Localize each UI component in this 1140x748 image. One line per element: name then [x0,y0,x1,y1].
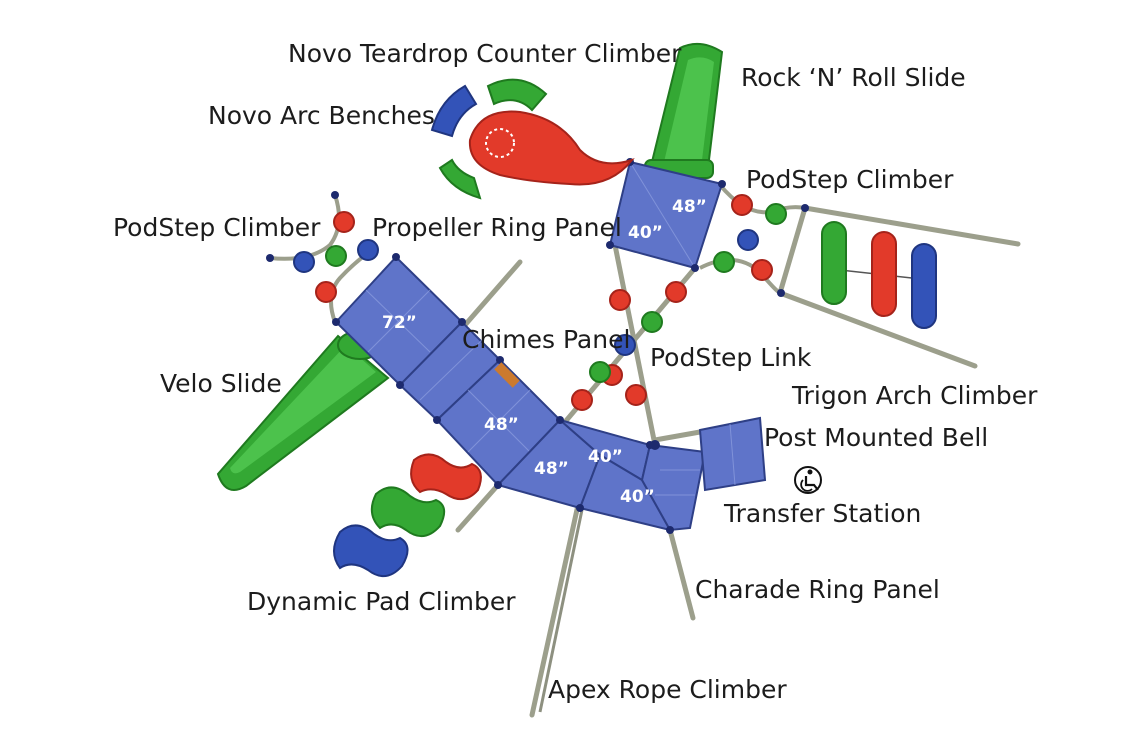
deck-label-72: 72” [382,313,417,333]
chimes-panel-marker [494,362,520,388]
podstep-climber-left [266,191,379,323]
transfer-ramp [640,443,707,532]
wheelchair-accessible-icon [794,466,822,494]
deck-label-40-b: 40” [620,487,655,507]
trigon-blue-pod [911,243,937,329]
label-transfer-station: Transfer Station [723,499,921,528]
podstep-link [571,281,687,411]
velo-slide [216,330,390,491]
label-novo-teardrop: Novo Teardrop Counter Climber [288,39,682,68]
label-podstep-climber-left: PodStep Climber [113,213,321,242]
trigon-arch-climber [777,205,1021,369]
dynamic-pad-blue [333,524,409,577]
label-novo-arc-benches: Novo Arc Benches [208,101,435,130]
novo-teardrop-counter-climber [468,110,635,186]
podstep-climber-right [699,183,809,297]
trigon-green-pod [821,221,847,305]
label-podstep-climber-right: PodStep Climber [746,165,954,194]
deck-label-48-top: 48” [672,197,707,217]
label-chimes-panel: Chimes Panel [462,325,630,354]
label-post-mounted-bell: Post Mounted Bell [764,423,988,452]
deck-label-40-a: 40” [588,447,623,467]
trigon-red-pod [871,231,897,317]
label-trigon-arch-climber: Trigon Arch Climber [791,381,1038,410]
dynamic-pad-climber [333,453,482,577]
label-propeller-ring-panel: Propeller Ring Panel [372,213,622,242]
deck-label-40-top: 40” [628,223,663,243]
dynamic-pad-green [370,486,446,537]
transfer-platform [698,416,767,492]
label-rock-n-roll-slide: Rock ‘N’ Roll Slide [741,63,966,92]
label-velo-slide: Velo Slide [160,369,282,398]
novo-arc-benches [430,78,548,200]
deck-label-48-middle: 48” [484,415,519,435]
apex-rope-climber [538,504,585,713]
deck-label-48-lower: 48” [534,459,569,479]
label-dynamic-pad-climber: Dynamic Pad Climber [247,587,516,616]
label-charade-ring-panel: Charade Ring Panel [695,575,940,604]
rock-n-roll-slide [644,42,724,179]
dynamic-pad-red [410,453,482,501]
label-apex-rope-climber: Apex Rope Climber [548,675,787,704]
label-podstep-link: PodStep Link [650,343,812,372]
